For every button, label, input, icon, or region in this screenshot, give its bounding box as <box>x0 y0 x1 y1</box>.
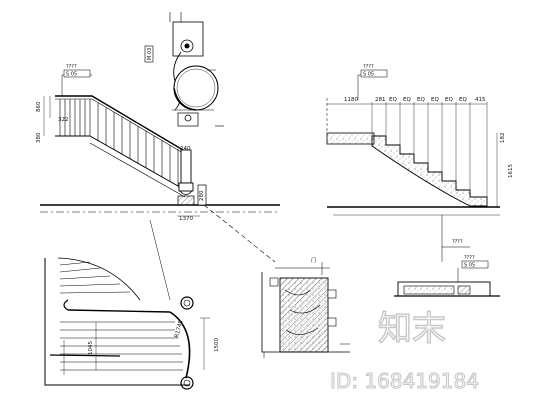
plan-rail-2 <box>49 354 121 357</box>
dim-1370: 1370 <box>179 216 193 222</box>
landing-slab <box>326 132 375 145</box>
handrail <box>55 95 184 151</box>
dim-top-7: EQ <box>459 97 467 103</box>
section-detail: 门 <box>261 257 350 358</box>
small-section-slab <box>403 285 455 295</box>
dim-240: 240 <box>180 146 191 152</box>
dim-380: 380 <box>36 132 42 143</box>
small-callout-q1: ???? <box>452 239 463 245</box>
balusters-flat <box>59 99 91 136</box>
stair-plan: 1045 1500 R1745 <box>44 219 220 390</box>
dim-arc: R1745 <box>174 319 185 338</box>
dim-1045: 1045 <box>88 341 94 355</box>
dim-top-2: EQ <box>389 97 397 103</box>
plan-rail-curve <box>169 311 191 379</box>
callout-ref: S 05 <box>66 72 77 78</box>
dim-top-5: EQ <box>431 97 439 103</box>
right-elevation: 1180 281 EQ EQ EQ EQ EQ EQ 415 182 1615 … <box>326 64 514 216</box>
leader-dashed <box>203 204 276 263</box>
plan-treads-lower <box>60 321 183 371</box>
plan-rail-1 <box>67 309 171 313</box>
small-callout-q2: ???? <box>464 255 475 261</box>
dim-top-1: 281 <box>375 97 386 103</box>
callout-question-right: ???? <box>363 64 374 70</box>
newel-post <box>177 149 195 206</box>
small-callout-ref: S 05 <box>464 263 475 269</box>
dim-1615: 1615 <box>508 164 514 178</box>
dim-1500: 1500 <box>214 338 220 352</box>
dim-182: 182 <box>500 133 506 144</box>
dim-top-0: 1180 <box>344 97 358 103</box>
section-label: 门 <box>311 257 316 264</box>
dim-280: 280 <box>199 190 205 201</box>
watermark-brand: 知末 <box>378 309 446 349</box>
callout-ref-right: S 05 <box>363 72 374 78</box>
watermark: 知末 ID: 168419184 <box>329 308 479 393</box>
post-box <box>197 184 207 206</box>
dim-top-6: EQ <box>445 97 453 103</box>
balusters-sloped <box>97 103 179 186</box>
small-section: ???? ???? S 05 <box>394 215 500 297</box>
stringer-lower <box>89 142 186 198</box>
left-elevation: 280 860 380 322 240 1370 ???? S 05 <box>36 64 280 222</box>
stair-flight <box>371 135 488 207</box>
bracket-detail: M 03 <box>144 12 224 127</box>
dim-top-8: 415 <box>475 97 486 103</box>
plan-treads-upper <box>59 261 131 294</box>
dim-top-3: EQ <box>403 97 411 103</box>
dim-322: 322 <box>58 117 69 123</box>
dim-top-4: EQ <box>417 97 425 103</box>
riser-ticks <box>327 102 488 197</box>
dim-860: 860 <box>36 101 42 112</box>
tag-m03: M 03 <box>147 48 153 60</box>
handrail-inner <box>55 98 184 154</box>
stringer-line <box>89 135 186 191</box>
callout-question: ???? <box>66 64 77 70</box>
watermark-id: ID: 168419184 <box>330 369 479 393</box>
